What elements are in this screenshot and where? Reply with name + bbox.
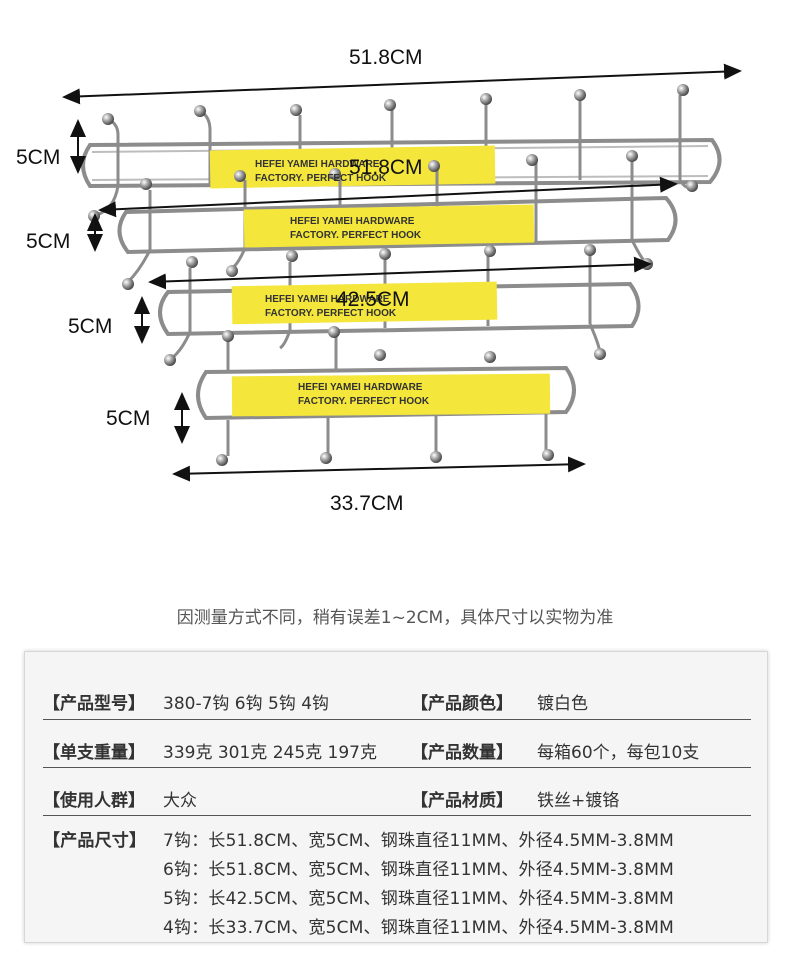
top-width-label: 51.8CM	[349, 46, 423, 69]
size-line-4: 4钩：长33.7CM、宽5CM、钢珠直径11MM、外径4.5MM-3.8MM	[163, 918, 675, 938]
size-line-5: 5钩：长42.5CM、宽5CM、钢珠直径11MM、外径4.5MM-3.8MM	[163, 889, 675, 909]
height-label-4: 5CM	[106, 407, 151, 430]
model-value: 380-7钩 6钩 5钩 4钩	[163, 694, 330, 714]
svg-text:FACTORY. PERFECT HOOK: FACTORY. PERFECT HOOK	[265, 308, 397, 319]
height-label-1: 5CM	[16, 146, 61, 169]
size-label: 【产品尺寸】	[43, 831, 147, 851]
height-label-3: 5CM	[68, 315, 113, 338]
svg-text:HEFEI YAMEI HARDWARE: HEFEI YAMEI HARDWARE	[255, 159, 380, 170]
quantity-label: 【产品数量】	[411, 743, 513, 763]
size-line-7: 7钩：长51.8CM、宽5CM、钢珠直径11MM、外径4.5MM-3.8MM	[163, 831, 675, 851]
dimension-arrows	[62, 63, 742, 482]
bottom-width-label: 33.7CM	[330, 492, 404, 515]
hook-rack-5	[158, 244, 641, 366]
divider	[43, 767, 751, 768]
height-label-2: 5CM	[26, 230, 71, 253]
divider	[43, 719, 751, 720]
second-width-label: 51.8CM	[349, 156, 423, 179]
measurement-note: 因测量方式不同，稍有误差1~2CM，具体尺寸以实物为准	[176, 608, 614, 628]
users-value: 大众	[163, 791, 197, 811]
model-label: 【产品型号】	[43, 694, 145, 714]
spec-table: 【产品型号】 380-7钩 6钩 5钩 4钩 【产品颜色】 镀白色 【单支重量】…	[24, 651, 768, 943]
svg-text:HEFEI YAMEI HARDWARE: HEFEI YAMEI HARDWARE	[265, 294, 390, 305]
third-width-label: 42.5CM	[336, 288, 410, 311]
svg-text:FACTORY. PERFECT HOOK: FACTORY. PERFECT HOOK	[290, 230, 422, 241]
hook-rack-4	[196, 326, 576, 466]
users-label: 【使用人群】	[43, 791, 145, 811]
material-label: 【产品材质】	[411, 791, 513, 811]
svg-text:FACTORY. PERFECT HOOK: FACTORY. PERFECT HOOK	[298, 396, 430, 407]
product-photo: HEFEI YAMEI HARDWARE FACTORY. PERFECT HO…	[62, 63, 742, 482]
hook-rack-7	[81, 84, 722, 222]
color-value: 镀白色	[537, 694, 588, 714]
svg-text:HEFEI YAMEI HARDWARE: HEFEI YAMEI HARDWARE	[290, 216, 415, 227]
quantity-value: 每箱60个，每包10支	[537, 743, 700, 763]
size-line-6: 6钩：长51.8CM、宽5CM、钢珠直径11MM、外径4.5MM-3.8MM	[163, 860, 675, 880]
divider	[43, 815, 751, 816]
svg-text:HEFEI YAMEI HARDWARE: HEFEI YAMEI HARDWARE	[298, 382, 423, 393]
material-value: 铁丝+镀铬	[537, 791, 620, 811]
weight-label: 【单支重量】	[43, 743, 145, 763]
weight-value: 339克 301克 245克 197克	[163, 743, 378, 763]
color-label: 【产品颜色】	[411, 694, 513, 714]
